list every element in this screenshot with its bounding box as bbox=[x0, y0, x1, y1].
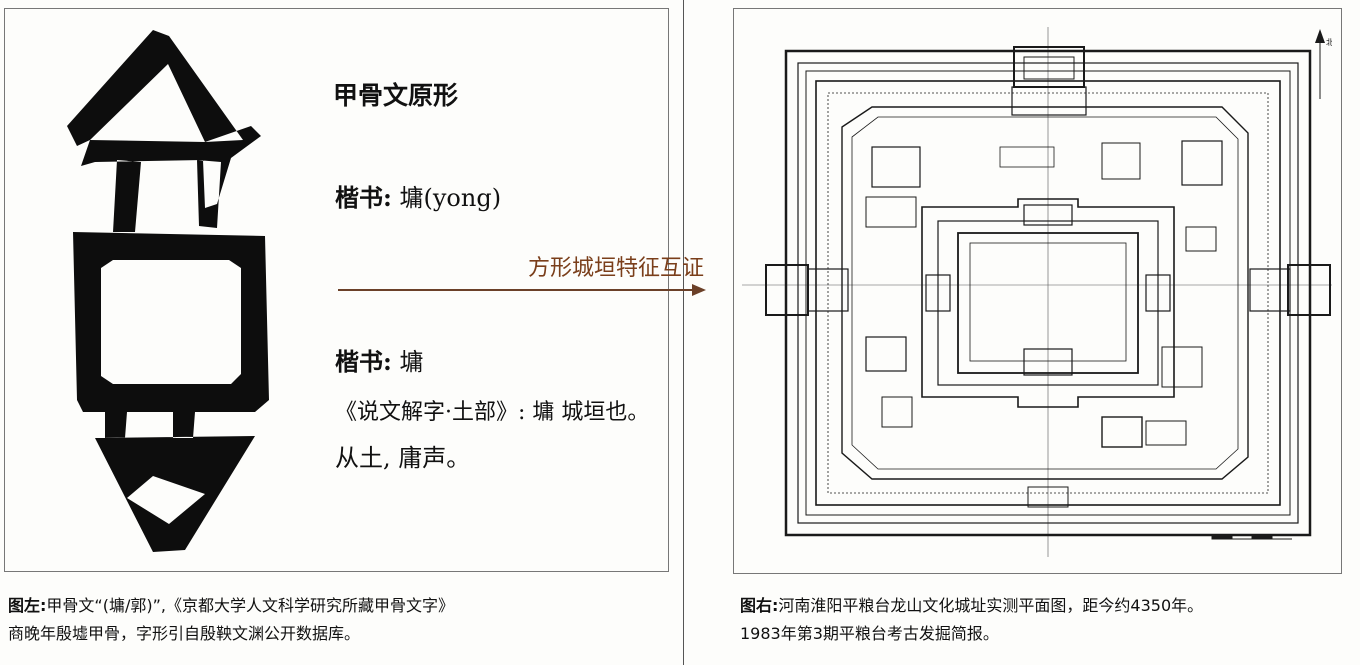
cong-tu-line: 从土, 庸声。 bbox=[335, 444, 471, 472]
caption-left-text-1: 甲骨文“(墉/郭)”,《京都大学人文科学研究所藏甲骨文字》 bbox=[46, 596, 454, 615]
caption-left-line-2: 商晚年殷墟甲骨，字形引自殷鞅文渊公开数据库。 bbox=[8, 624, 361, 643]
oracle-original-heading: 甲骨文原形 bbox=[333, 81, 459, 110]
caption-left-prefix: 图左: bbox=[8, 596, 47, 615]
kaishu-pinyin: (yong) bbox=[423, 184, 502, 212]
arrow-label: 方形城垣特征互证 bbox=[528, 256, 705, 281]
caption-right-text-1: 河南淮阳平粮台龙山文化城址实测平面图，距今约4350年。 bbox=[778, 596, 1204, 615]
kaishu-label: 楷书: bbox=[335, 347, 392, 376]
north-label: 北 bbox=[1326, 38, 1332, 47]
caption-right-prefix: 图右: bbox=[740, 596, 779, 615]
caption-right-line-1: 图右:河南淮阳平粮台龙山文化城址实测平面图，距今约4350年。 bbox=[740, 592, 1203, 620]
city-site-plan-image: 北 bbox=[742, 27, 1332, 557]
kaishu-char: 墉 bbox=[399, 348, 424, 376]
arrow-head-icon bbox=[692, 284, 706, 296]
caption-right: 图右:河南淮阳平粮台龙山文化城址实测平面图，距今约4350年。 1983年第3期… bbox=[740, 592, 1203, 648]
center-divider bbox=[683, 0, 684, 665]
oracle-bone-glyph-image bbox=[67, 30, 269, 552]
kaishu-label: 楷书: bbox=[335, 183, 392, 212]
caption-left-line-1: 图左:甲骨文“(墉/郭)”,《京都大学人文科学研究所藏甲骨文字》 bbox=[8, 592, 454, 620]
shuowen-quote: 《说文解字·土部》: 墉 城垣也。 bbox=[335, 400, 650, 425]
kaishu-line-2: 楷书: 墉 bbox=[335, 342, 424, 377]
kaishu-line-1: 楷书: 墉(yong) bbox=[335, 178, 501, 213]
north-arrow-icon bbox=[1315, 29, 1325, 43]
right-arrow-line bbox=[338, 289, 693, 291]
caption-left: 图左:甲骨文“(墉/郭)”,《京都大学人文科学研究所藏甲骨文字》 商晚年殷墟甲骨… bbox=[8, 592, 454, 648]
caption-right-line-2: 1983年第3期平粮台考古发掘简报。 bbox=[740, 624, 999, 643]
kaishu-char: 墉 bbox=[399, 184, 424, 212]
